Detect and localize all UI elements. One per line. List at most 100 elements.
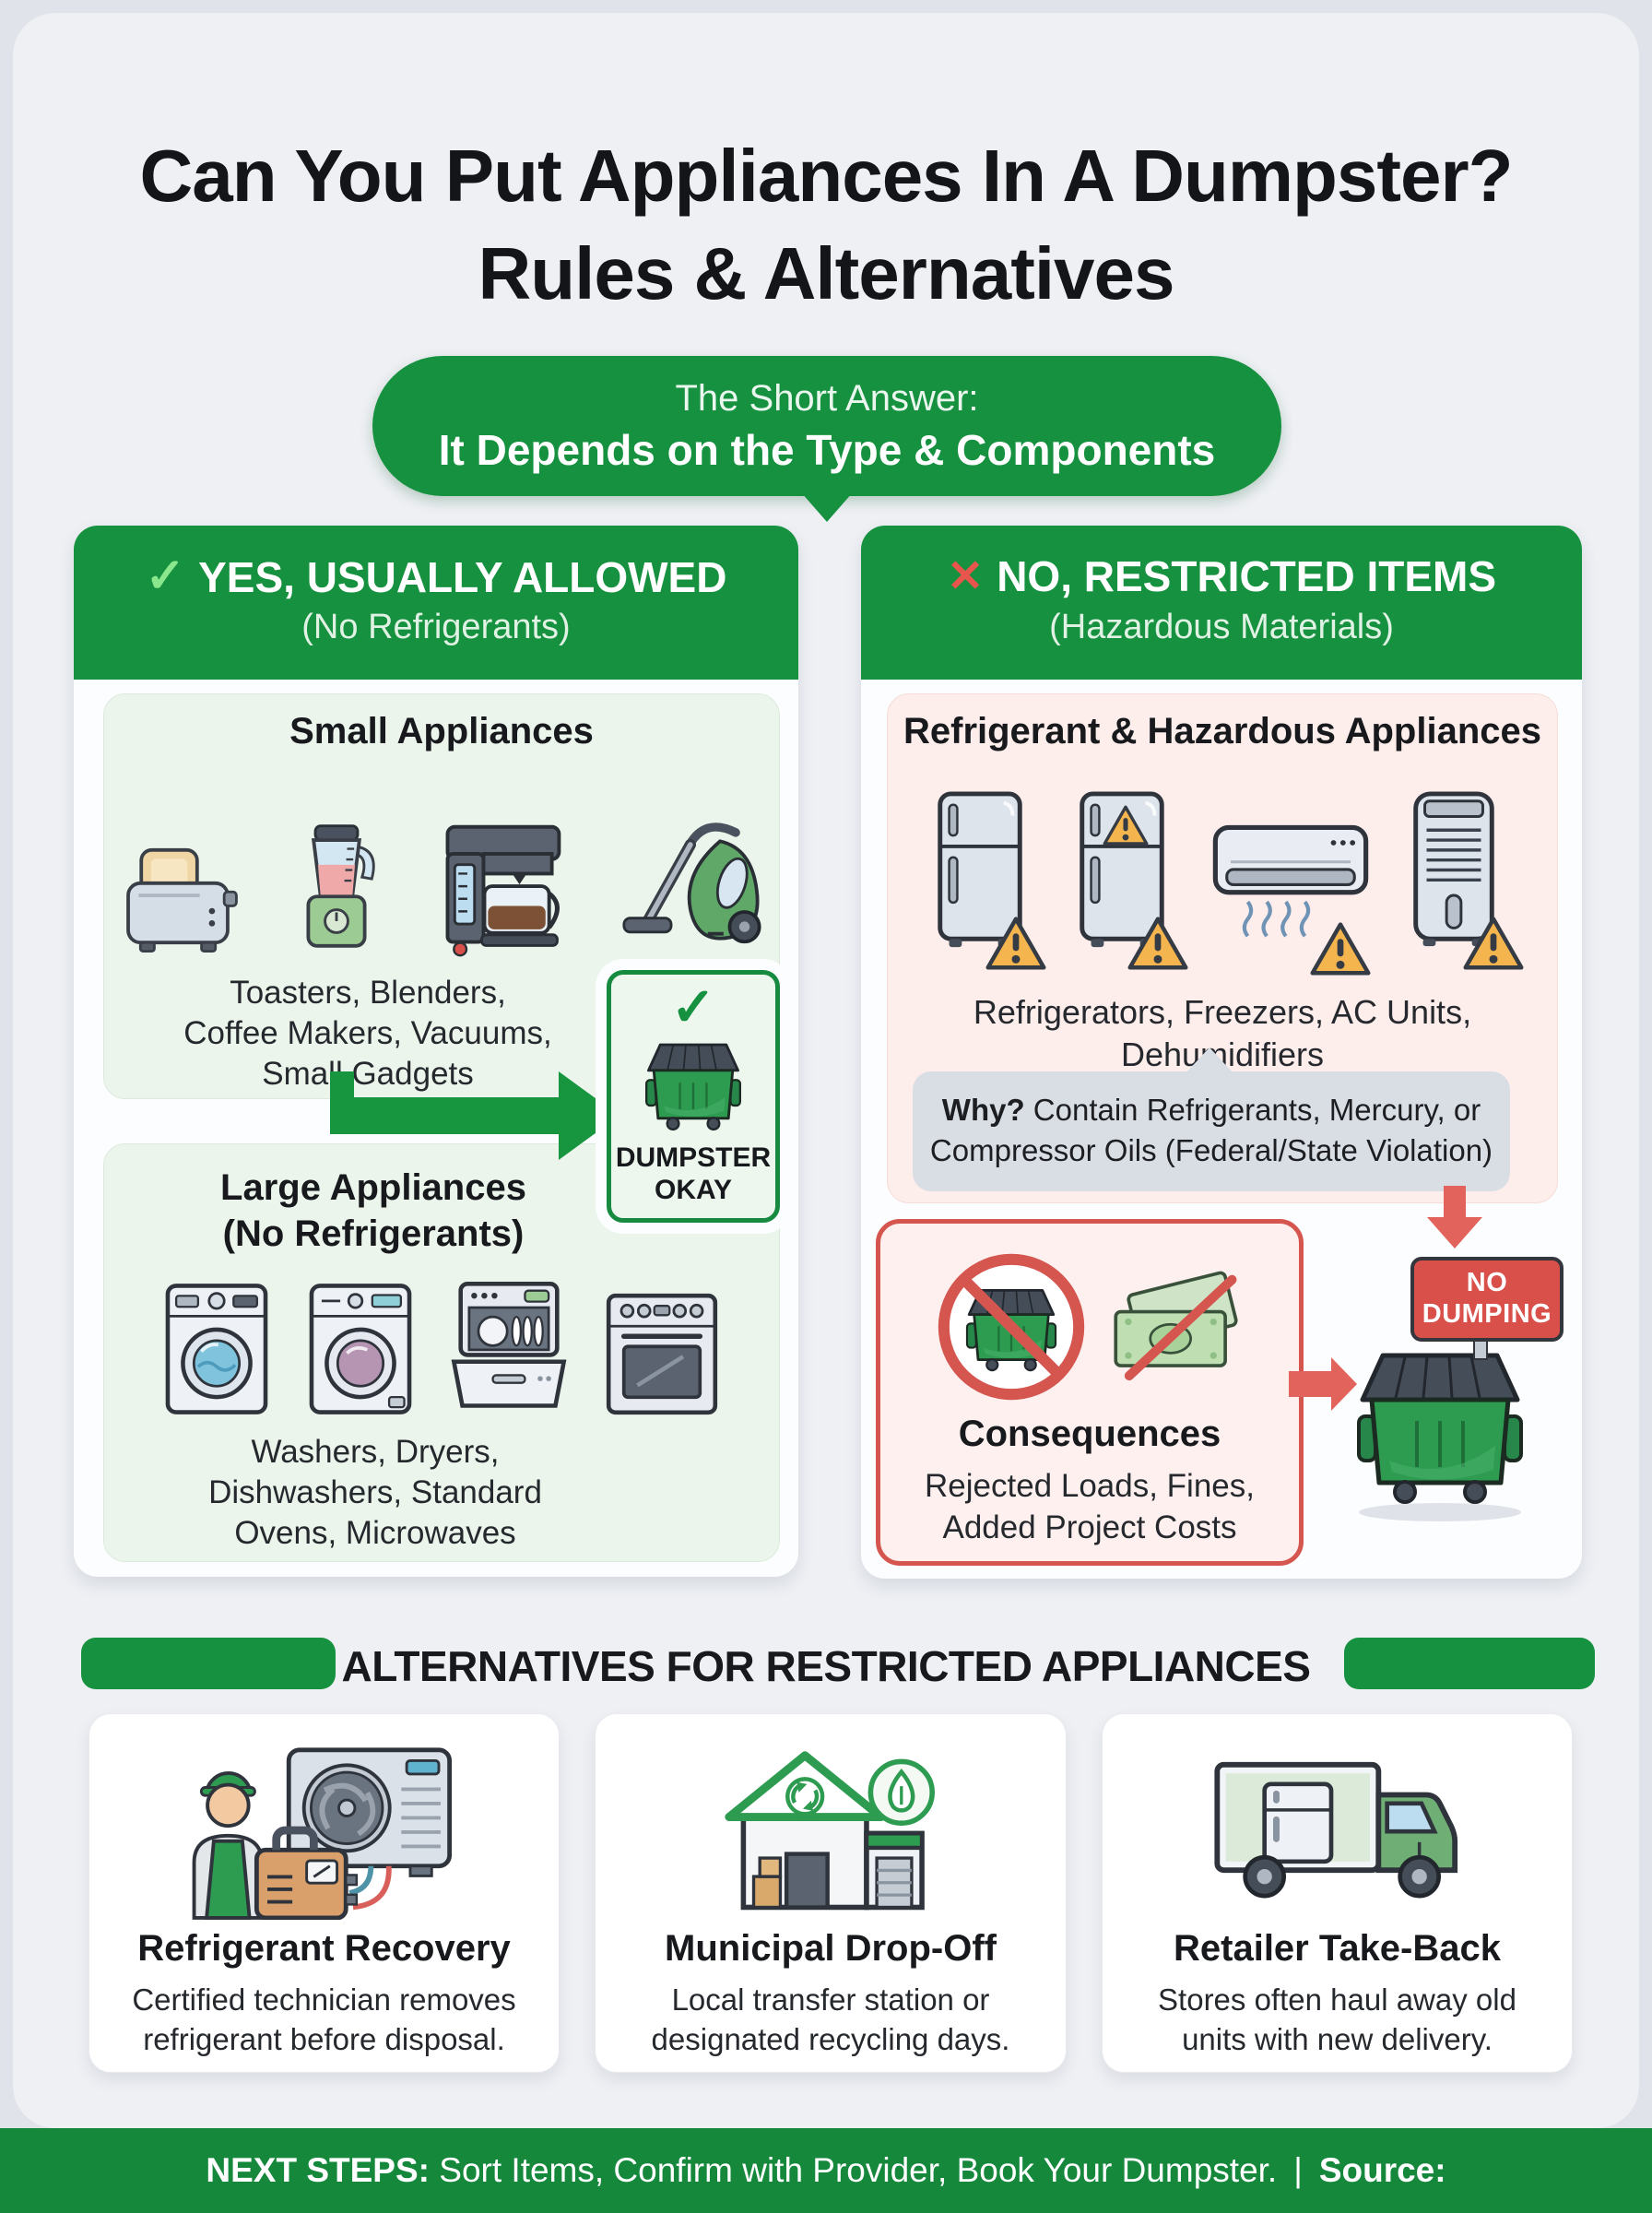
alternative-card-refrigerant-recovery: Refrigerant Recovery Certified technicia… xyxy=(88,1713,560,2073)
allowed-header-subtitle: (No Refrigerants) xyxy=(301,608,571,646)
alternatives-title: ALTERNATIVES FOR RESTRICTED APPLIANCES xyxy=(341,1642,1311,1690)
consequences-text: Rejected Loads, Fines, Added Project Cos… xyxy=(880,1465,1299,1548)
no-dumping-text: NO DUMPING xyxy=(1414,1267,1560,1330)
short-answer-intro: The Short Answer: xyxy=(675,378,979,419)
large-appliances-list-line2: Dishwashers, Standard xyxy=(208,1474,542,1510)
violation-flow-arrow-down xyxy=(1427,1186,1482,1249)
small-appliances-list-line3: Small Gadgets xyxy=(262,1056,474,1092)
restricted-header: ✕NO, RESTRICTED ITEMS (Hazardous Materia… xyxy=(861,526,1582,680)
x-icon: ✕ xyxy=(946,552,985,601)
alt-card-text: Certified technician removes refrigerant… xyxy=(89,1980,559,2059)
allowed-header-title: ✓YES, USUALLY ALLOWED xyxy=(74,550,798,604)
small-appliances-title: Small Appliances xyxy=(289,711,594,751)
alt-card-text-line1: Local transfer station or xyxy=(671,1982,990,2017)
dumpster-okay-line2: OKAY xyxy=(655,1175,732,1205)
warning-icon xyxy=(1307,919,1374,979)
no-dumping-line1: NO xyxy=(1466,1268,1508,1297)
small-appliances-list-line1: Toasters, Blenders, xyxy=(230,975,506,1011)
municipal-dropoff-icon xyxy=(596,1740,1066,1921)
why-line2: Compressor Oils (Federal/State Violation… xyxy=(929,1133,1493,1167)
short-answer-callout: The Short Answer: It Depends on the Type… xyxy=(372,356,1281,496)
dishwasher-icon xyxy=(445,1277,572,1421)
dumpster-icon xyxy=(634,1037,752,1133)
alternative-card-retailer-takeback: Retailer Take-Back Stores often haul awa… xyxy=(1102,1713,1573,2073)
restricted-header-subtitle: (Hazardous Materials) xyxy=(1049,608,1394,646)
footer-source-label: Source: xyxy=(1318,2151,1446,2189)
alt-card-text: Local transfer station or designated rec… xyxy=(596,1980,1066,2059)
freezer-warning-icon xyxy=(1068,788,1182,982)
dumpster-okay-label: DUMPSTER OKAY xyxy=(611,1142,775,1206)
large-appliances-list: Washers, Dryers, Dishwashers, Standard O… xyxy=(110,1432,641,1554)
no-dumping-sign: NO DUMPING xyxy=(1410,1257,1564,1342)
footer-bar: NEXT STEPS: Sort Items, Confirm with Pro… xyxy=(0,2128,1652,2213)
alt-card-text-line2: designated recycling days. xyxy=(651,2022,1010,2056)
why-label: Why? xyxy=(941,1093,1025,1127)
footer-separator: | xyxy=(1293,2151,1303,2189)
alt-card-text-line2: units with new delivery. xyxy=(1182,2022,1493,2056)
alternatives-bar-right xyxy=(1344,1638,1595,1689)
alt-card-text-line1: Certified technician removes xyxy=(132,1982,516,2017)
consequences-line1: Rejected Loads, Fines, xyxy=(925,1468,1255,1504)
alt-card-title: Refrigerant Recovery xyxy=(137,1928,511,1969)
hazardous-list-line1: Refrigerators, Freezers, AC Units, xyxy=(973,993,1472,1031)
why-text: Why? Contain Refrigerants, Mercury, or C… xyxy=(913,1090,1510,1171)
alt-card-text: Stores often haul away old units with ne… xyxy=(1103,1980,1572,2059)
page-title-line2: Rules & Alternatives xyxy=(478,232,1174,314)
hazardous-title: Refrigerant & Hazardous Appliances xyxy=(903,711,1541,751)
oven-icon xyxy=(598,1277,726,1421)
why-callout: Why? Contain Refrigerants, Mercury, or C… xyxy=(913,1047,1510,1191)
consequences-title: Consequences xyxy=(958,1414,1221,1454)
allowed-header-title-text: YES, USUALLY ALLOWED xyxy=(198,553,727,601)
check-icon: ✓ xyxy=(670,977,716,1037)
why-line1: Contain Refrigerants, Mercury, or xyxy=(1024,1093,1481,1127)
consequences-flow-arrow-right xyxy=(1289,1357,1357,1411)
warning-icon xyxy=(983,914,1049,974)
small-appliances-list-line2: Coffee Makers, Vacuums, xyxy=(183,1015,552,1051)
check-icon: ✓ xyxy=(145,550,186,603)
restricted-header-title: ✕NO, RESTRICTED ITEMS xyxy=(861,550,1582,604)
page-title: Can You Put Appliances In A Dumpster? Ru… xyxy=(0,127,1652,323)
retailer-takeback-icon xyxy=(1103,1740,1572,1921)
alt-card-title: Municipal Drop-Off xyxy=(665,1928,997,1969)
alternatives-bar-left xyxy=(81,1638,336,1689)
hazardous-icons xyxy=(888,764,1557,982)
allowed-flow-arrow xyxy=(330,1071,620,1160)
dumpster-okay-badge: ✓ DUMPSTER OKAY xyxy=(607,970,780,1223)
warning-icon xyxy=(1125,914,1191,974)
consequences-box: Consequences Rejected Loads, Fines, Adde… xyxy=(876,1219,1304,1566)
blender-icon xyxy=(275,821,398,962)
footer-next-steps-text: Sort Items, Confirm with Provider, Book … xyxy=(430,2151,1278,2189)
small-appliances-icons xyxy=(104,766,779,962)
vacuum-icon xyxy=(605,813,771,962)
consequences-line2: Added Project Costs xyxy=(942,1509,1237,1545)
no-cash-icon xyxy=(1105,1268,1249,1386)
alt-card-title: Retailer Take-Back xyxy=(1174,1928,1501,1969)
short-answer-pointer xyxy=(801,492,853,522)
large-appliances-title-line1: Large Appliances xyxy=(220,1167,526,1208)
large-appliances-title: Large Appliances (No Refrigerants) xyxy=(104,1165,643,1257)
large-appliances-icons xyxy=(104,1275,779,1421)
washer-icon xyxy=(158,1277,276,1421)
allowed-header: ✓YES, USUALLY ALLOWED (No Refrigerants) xyxy=(74,526,798,680)
dehumidifier-icon xyxy=(1399,788,1519,982)
alternative-card-municipal-dropoff: Municipal Drop-Off Local transfer statio… xyxy=(595,1713,1067,2073)
dumpster-okay-line1: DUMPSTER xyxy=(615,1142,772,1173)
large-appliances-title-line2: (No Refrigerants) xyxy=(222,1213,525,1254)
coffee-maker-icon xyxy=(430,818,573,962)
toaster-icon xyxy=(112,831,243,962)
alt-card-text-line1: Stores often haul away old xyxy=(1158,1982,1516,2017)
large-appliances-list-line1: Washers, Dryers, xyxy=(251,1434,500,1470)
consequences-icons xyxy=(880,1246,1299,1408)
footer-next-steps-label: NEXT STEPS: xyxy=(206,2151,430,2189)
refrigerator-icon xyxy=(926,788,1040,982)
no-dumping-line2: DUMPING xyxy=(1422,1299,1552,1329)
ac-unit-icon xyxy=(1210,798,1372,982)
small-appliances-panel: Small Appliances Toasters, Blenders, Cof… xyxy=(103,693,780,1099)
alt-card-text-line2: refrigerant before disposal. xyxy=(143,2022,505,2056)
warning-icon xyxy=(1460,914,1527,974)
refrigerant-recovery-icon xyxy=(89,1740,559,1921)
small-appliances-list: Toasters, Blenders, Coffee Makers, Vacuu… xyxy=(110,973,626,1095)
dryer-icon xyxy=(301,1277,419,1421)
dumpster-icon xyxy=(1344,1339,1536,1521)
